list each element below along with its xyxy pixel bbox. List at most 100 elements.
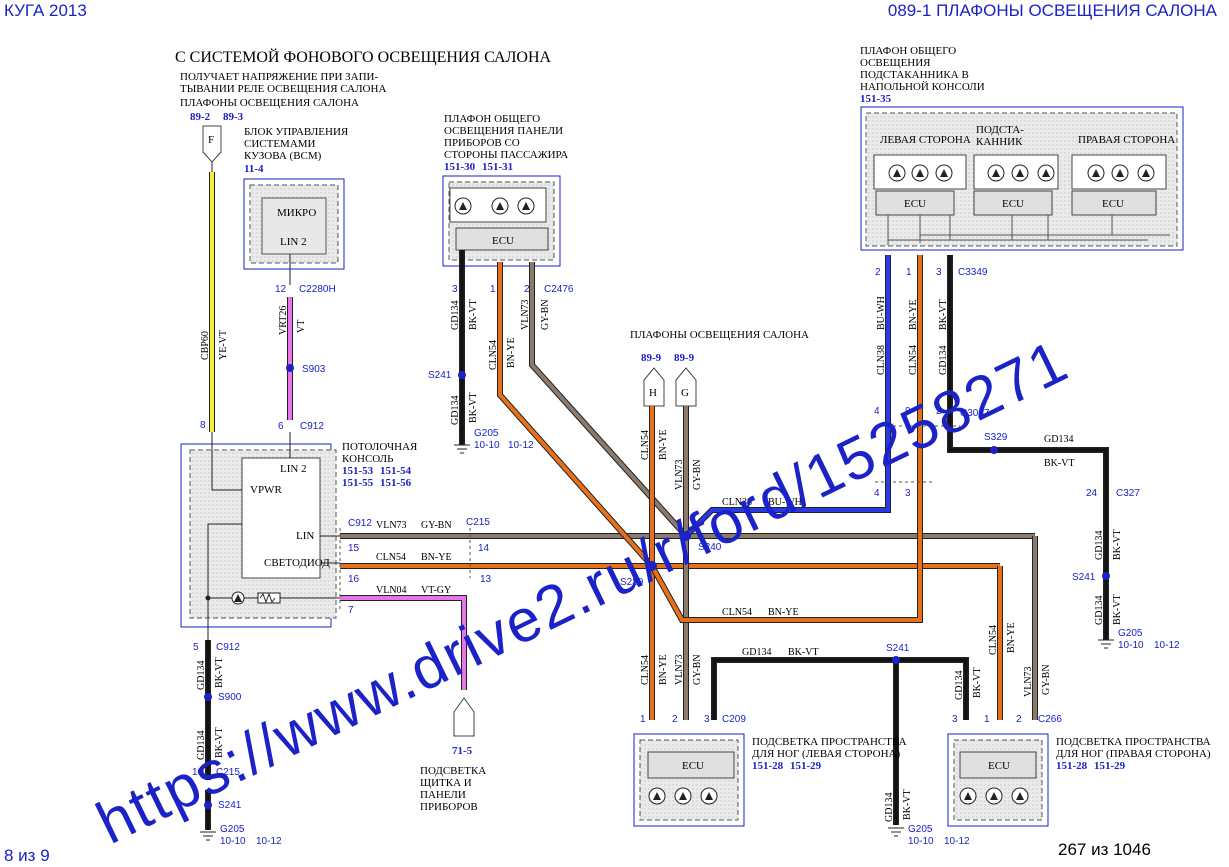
svg-text:BK-VT: BK-VT xyxy=(1044,458,1075,469)
svg-text:GD134: GD134 xyxy=(742,647,771,658)
svg-text:16: 16 xyxy=(348,574,360,585)
svg-text:G205: G205 xyxy=(908,824,933,835)
svg-text:151-53: 151-53 xyxy=(342,465,374,477)
svg-text:C327: C327 xyxy=(1116,488,1140,499)
svg-text:LIN 2: LIN 2 xyxy=(280,463,307,475)
svg-text:15: 15 xyxy=(348,543,360,554)
wire-vt-bcm: 12 C2280H VRT26 VT S903 6 C912 xyxy=(275,254,336,432)
svg-text:C266: C266 xyxy=(1038,714,1062,725)
wire-gd134-s329: S329 GD134 BK-VT 24 C327 GD134 BK-VT S24… xyxy=(947,420,1180,651)
svg-text:ECU: ECU xyxy=(492,235,514,247)
svg-text:10-10: 10-10 xyxy=(220,836,246,847)
svg-text:VLN73: VLN73 xyxy=(1023,666,1034,697)
svg-text:GD134: GD134 xyxy=(884,793,895,822)
svg-text:BU-WH: BU-WH xyxy=(876,296,887,330)
svg-text:3: 3 xyxy=(452,284,458,295)
svg-text:GY-BN: GY-BN xyxy=(1041,664,1052,695)
svg-text:10-12: 10-12 xyxy=(1154,640,1180,651)
svg-text:151-31: 151-31 xyxy=(482,161,513,173)
section-title: С СИСТЕМОЙ ФОНОВОГО ОСВЕЩЕНИЯ САЛОНА xyxy=(175,47,552,66)
foot-lamp-left: 1 2 3 C209 ECU ПОДСВЕТКА ПРОСТРАНСТВА ДЛ… xyxy=(633,714,907,827)
svg-text:СТОРОНЫ ПАССАЖИРА: СТОРОНЫ ПАССАЖИРА xyxy=(444,149,568,161)
overhead-ground: 5 C912 GD134 BK-VT S900 GD134 BK-VT 10 C… xyxy=(192,640,282,847)
svg-text:МИКРО: МИКРО xyxy=(277,207,316,219)
svg-text:S241: S241 xyxy=(428,370,452,381)
svg-text:БЛОК УПРАВЛЕНИЯ: БЛОК УПРАВЛЕНИЯ xyxy=(244,126,349,138)
svg-text:CLN54: CLN54 xyxy=(640,430,651,460)
svg-text:BK-VT: BK-VT xyxy=(1112,594,1123,625)
svg-text:10-10: 10-10 xyxy=(474,440,500,451)
svg-text:C912: C912 xyxy=(216,642,240,653)
svg-text:VRT26: VRT26 xyxy=(278,306,289,335)
svg-text:F: F xyxy=(208,134,214,146)
svg-text:GD134: GD134 xyxy=(938,346,949,375)
svg-text:3: 3 xyxy=(704,714,710,725)
svg-text:VT: VT xyxy=(296,320,307,333)
svg-text:10-12: 10-12 xyxy=(944,836,970,847)
header-left: КУГА 2013 xyxy=(4,1,87,20)
svg-text:ПОДСТАКАННИКА В: ПОДСТАКАННИКА В xyxy=(860,69,969,81)
svg-text:CLN54: CLN54 xyxy=(722,607,752,618)
console-lamp: ПЛАФОН ОБЩЕГО ОСВЕЩЕНИЯ ПОДСТАКАННИКА В … xyxy=(860,45,1184,251)
svg-text:151-28: 151-28 xyxy=(752,760,784,772)
svg-text:СИСТЕМАМИ: СИСТЕМАМИ xyxy=(244,138,316,150)
svg-text:КОНСОЛЬ: КОНСОЛЬ xyxy=(342,453,393,465)
wire-cln38: CLN38 BU-WH xyxy=(683,255,891,539)
svg-text:CLN38: CLN38 xyxy=(876,345,887,375)
svg-text:GD134: GD134 xyxy=(1094,596,1105,625)
svg-text:CLN38: CLN38 xyxy=(722,497,752,508)
svg-text:ПЛАФОН ОБЩЕГО: ПЛАФОН ОБЩЕГО xyxy=(860,45,956,57)
svg-text:10: 10 xyxy=(192,767,204,778)
svg-text:3: 3 xyxy=(936,267,942,278)
passenger-lamp: ПЛАФОН ОБЩЕГО ОСВЕЩЕНИЯ ПАНЕЛИ ПРИБОРОВ … xyxy=(442,113,568,267)
wire-cln54-loop: CLN54 BN-YE CLN54 BN-YE VLN73 GY-BN xyxy=(649,255,1052,720)
svg-text:ПРАВАЯ СТОРОНА: ПРАВАЯ СТОРОНА xyxy=(1078,134,1175,146)
svg-text:GD134: GD134 xyxy=(450,301,461,330)
svg-text:1: 1 xyxy=(906,267,912,278)
header-right: 089-1 ПЛАФОНЫ ОСВЕЩЕНИЯ САЛОНА xyxy=(887,1,1217,20)
svg-text:2: 2 xyxy=(936,406,942,417)
svg-text:BK-VT: BK-VT xyxy=(1112,529,1123,560)
svg-text:3: 3 xyxy=(952,714,958,725)
svg-text:ПОДСВЕТКА ПРОСТРАНСТВА: ПОДСВЕТКА ПРОСТРАНСТВА xyxy=(752,736,907,748)
svg-text:ECU: ECU xyxy=(904,198,926,210)
svg-text:BK-VT: BK-VT xyxy=(938,299,949,330)
svg-text:ECU: ECU xyxy=(1002,198,1024,210)
svg-text:S241: S241 xyxy=(1072,572,1096,583)
svg-text:ECU: ECU xyxy=(1102,198,1124,210)
svg-text:GD134: GD134 xyxy=(1044,434,1073,445)
svg-text:BN-YE: BN-YE xyxy=(658,429,669,460)
svg-text:CLN54: CLN54 xyxy=(640,655,651,685)
svg-text:СВЕТОДИОД: СВЕТОДИОД xyxy=(264,557,330,569)
svg-text:4: 4 xyxy=(874,488,880,499)
svg-text:G205: G205 xyxy=(1118,628,1143,639)
svg-text:2: 2 xyxy=(524,284,530,295)
svg-text:GD134: GD134 xyxy=(196,731,207,760)
svg-text:3: 3 xyxy=(905,488,911,499)
svg-text:G205: G205 xyxy=(220,824,245,835)
svg-text:C215: C215 xyxy=(466,517,490,528)
svg-text:ОСВЕЩЕНИЯ ПАНЕЛИ: ОСВЕЩЕНИЯ ПАНЕЛИ xyxy=(444,125,563,137)
svg-text:C209: C209 xyxy=(722,714,746,725)
svg-text:BK-VT: BK-VT xyxy=(902,789,913,820)
overhead-console: ПОТОЛОЧНАЯ КОНСОЛЬ 151-53 151-54 151-55 … xyxy=(180,432,418,640)
svg-text:2: 2 xyxy=(875,267,881,278)
svg-text:BK-VT: BK-VT xyxy=(214,727,225,758)
svg-text:151-35: 151-35 xyxy=(860,93,892,105)
svg-text:CLN54: CLN54 xyxy=(988,625,999,655)
svg-text:14: 14 xyxy=(478,543,490,554)
svg-text:GD134: GD134 xyxy=(1094,531,1105,560)
svg-text:S903: S903 xyxy=(302,364,326,375)
connector-f: F xyxy=(202,125,222,172)
svg-text:151-29: 151-29 xyxy=(790,760,822,772)
feed-note: ПОЛУЧАЕТ НАПРЯЖЕНИЕ ПРИ ЗАПИ- ТЫВАНИИ РЕ… xyxy=(180,71,386,123)
svg-text:VPWR: VPWR xyxy=(250,484,282,496)
svg-text:YE-VT: YE-VT xyxy=(218,330,229,360)
foot-lamp-right: 3 1 2 C266 ECU ПОДСВЕТКА ПРОСТРАНСТВА ДЛ… xyxy=(947,714,1211,827)
svg-text:НАПОЛЬНОЙ КОНСОЛИ: НАПОЛЬНОЙ КОНСОЛИ xyxy=(860,81,985,93)
svg-text:11-4: 11-4 xyxy=(244,163,264,175)
svg-text:C2476: C2476 xyxy=(544,284,574,295)
svg-text:S900: S900 xyxy=(218,692,242,703)
svg-text:4: 4 xyxy=(874,406,880,417)
